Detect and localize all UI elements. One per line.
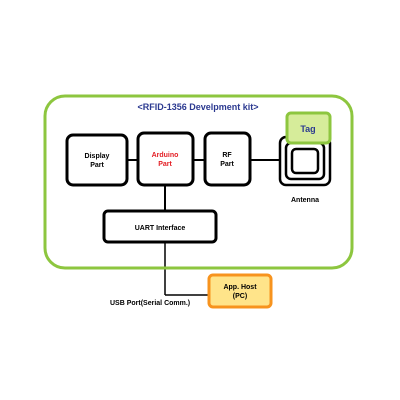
rf-part-label-line1: RF [222, 152, 232, 159]
rf-part-label-line2: Part [220, 161, 234, 168]
tag-label: Tag [300, 124, 315, 134]
display-part-label-line1: Display [85, 153, 110, 160]
display-part-label-line2: Part [90, 162, 104, 169]
usb-port-label: USB Port(Serial Comm.) [110, 300, 190, 307]
display-part-block [65, 133, 129, 187]
rf-part-block [203, 131, 252, 187]
dev-kit-container [43, 94, 354, 270]
arduino-part-block [136, 131, 195, 187]
arduino-part-label-line1: Arduino [152, 152, 179, 159]
uart-interface-block [102, 209, 218, 244]
tag-block [285, 111, 332, 145]
arduino-part-label-line2: Part [158, 161, 172, 168]
app-host-block [207, 273, 273, 309]
app-host-label-line2: (PC) [233, 293, 247, 300]
uart-interface-label: UART Interface [135, 225, 186, 232]
app-host-label-line1: App. Host [223, 284, 257, 291]
diagram-title: <RFID-1356 Develpment kit> [137, 102, 258, 112]
antenna-label: Antenna [291, 197, 319, 204]
